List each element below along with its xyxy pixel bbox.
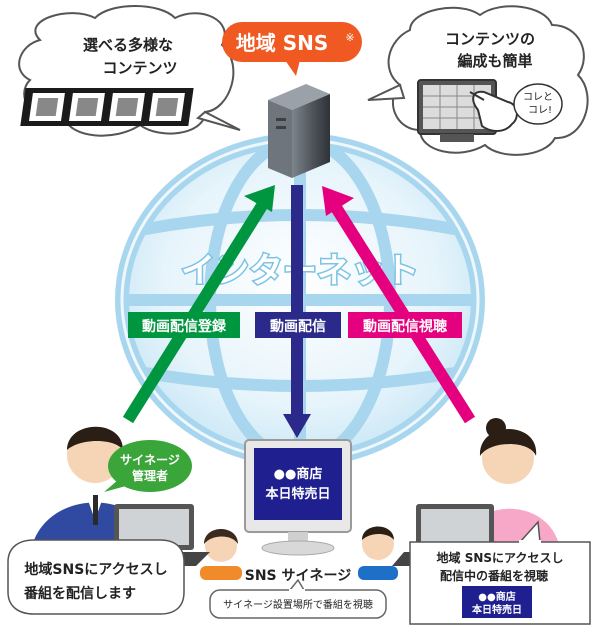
man-viewer-icon: [358, 526, 398, 580]
signage-note-bubble: [209, 578, 387, 619]
woman-viewer-icon: [200, 529, 242, 580]
admin-badge-line1: サイネージ: [120, 453, 180, 467]
signage-title: SNS サイネージ: [245, 568, 351, 584]
signage-screen-line1: ●●商店: [274, 466, 323, 482]
hand-bubble-line2: コレ!: [528, 105, 552, 116]
server-icon: [268, 84, 330, 178]
deliver-label: 動画配信: [270, 318, 326, 335]
left-cloud-line1: 選べる多様な: [83, 36, 173, 54]
view-label: 動画配信視聴: [363, 318, 447, 335]
right-cloud-line2: 編成も簡単: [457, 52, 532, 70]
signage-note: サイネージ設置場所で番組を視聴: [223, 598, 373, 611]
hand-bubble-line1: コレと: [523, 91, 553, 103]
upload-arrow: [122, 185, 275, 424]
sns-title-bubble: [222, 22, 362, 76]
view-label-box: [348, 312, 462, 338]
left-cloud-line2: コンテンツ: [102, 59, 177, 77]
sns-title-mark: ※: [345, 31, 354, 44]
viewer-mini-screen: [462, 586, 532, 618]
deliver-arrow: [283, 185, 311, 438]
view-arrow: [322, 186, 476, 424]
upload-label: 動画配信登録: [142, 318, 227, 335]
viewer-caption-line2: 配信中の番組を視聴: [440, 568, 548, 583]
film-strip-icon: [20, 88, 194, 126]
right-cloud-line1: コンテンツの: [445, 30, 535, 48]
admin-caption-line2: 番組を配信します: [23, 585, 136, 602]
deliver-label-box: [255, 312, 341, 338]
admin-caption-bubble: [7, 539, 185, 615]
admin-caption-line1: 地域SNSにアクセスし: [24, 561, 167, 578]
sns-title-text: 地域 SNS: [236, 31, 329, 55]
upload-label-box: [128, 312, 240, 338]
signage-screen-line2: 本日特売日: [265, 486, 330, 502]
hand-speech-bubble: [513, 83, 563, 125]
viewer-caption-line1: 地域 SNSにアクセスし: [437, 550, 564, 565]
viewer-screen-line2: 本日特売日: [472, 603, 522, 616]
signage-monitor: [244, 439, 352, 556]
viewer-screen-line1: ●●商店: [478, 590, 515, 603]
admin-badge-line2: 管理者: [132, 468, 168, 483]
viewer-caption-bubble: [409, 520, 591, 625]
admin-badge: [104, 440, 192, 492]
